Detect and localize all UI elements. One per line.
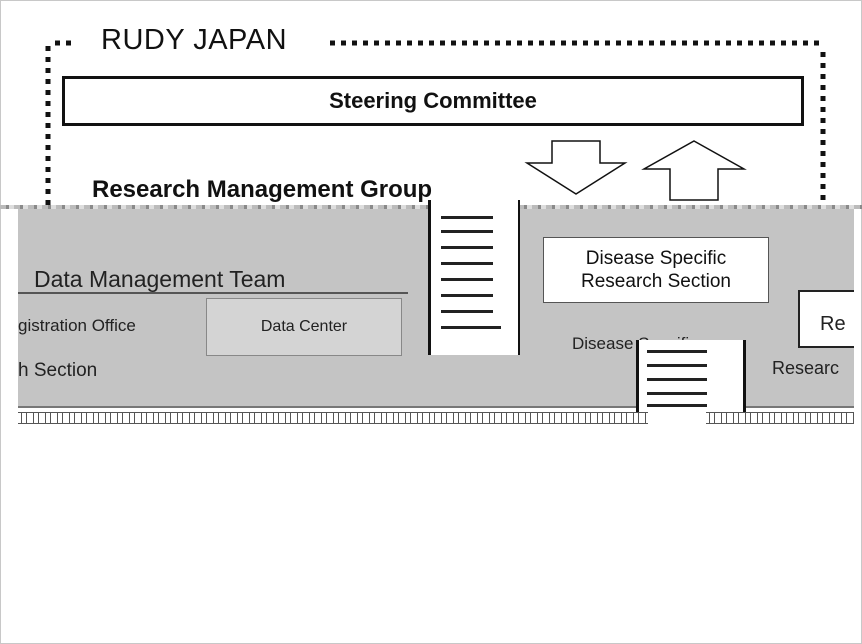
section-partial-label: h Section [18, 360, 98, 381]
down-arrow-icon [524, 140, 628, 195]
research-partial-label: Researc [772, 358, 840, 378]
right-box-fragment [798, 290, 854, 348]
dashed-border-fragment-left [18, 412, 648, 424]
disease-specific-line2: Research Section [581, 271, 731, 292]
data-center-label: Data Center [260, 318, 348, 335]
glitch-band-line [18, 406, 854, 408]
research-management-group-label: Research Management Group [92, 176, 433, 203]
data-management-team-label: Data Management Team [34, 266, 286, 292]
steering-committee-label: Steering Committee [329, 88, 537, 113]
group-title: RUDY JAPAN [95, 24, 294, 57]
glitch-column [428, 200, 520, 355]
registration-office-label: gistration Office [18, 316, 136, 335]
disease-specific-line1: Disease Specific [585, 248, 727, 269]
up-arrow-icon [641, 140, 747, 201]
glitch-column-2 [636, 340, 746, 412]
dashed-border-fragment-right [706, 412, 854, 424]
data-management-team-line [18, 292, 408, 294]
disease-specific-research-section-box: Disease Specific Research Section [543, 237, 769, 303]
re-partial-label: Re [820, 313, 846, 335]
steering-committee-box: Steering Committee [62, 76, 804, 126]
data-center-box: Data Center [206, 298, 402, 356]
